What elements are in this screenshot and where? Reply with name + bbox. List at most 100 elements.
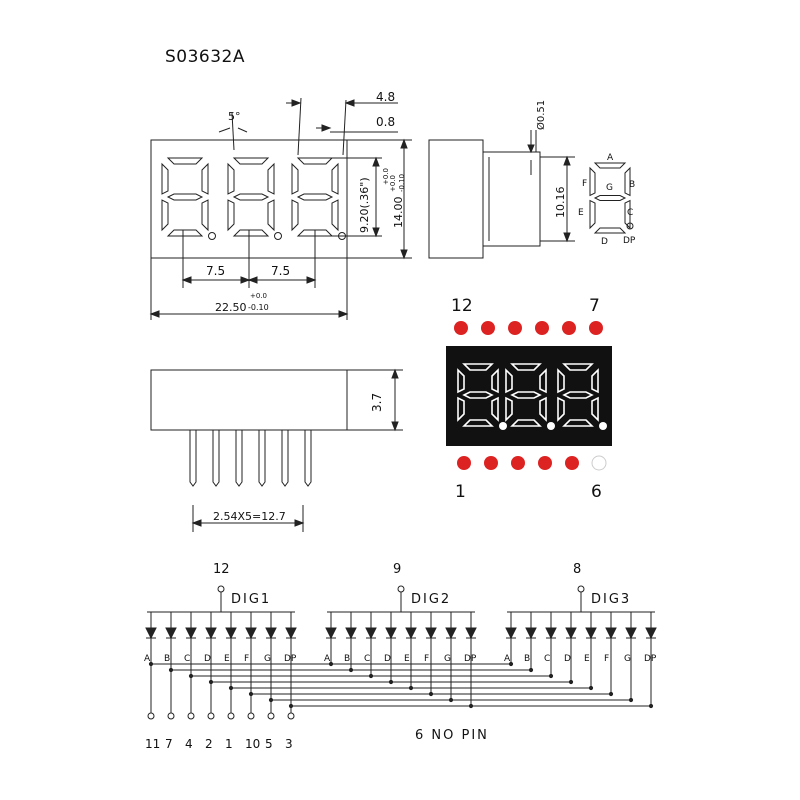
digit-pin-label: 8	[573, 562, 581, 577]
pin-pitch-label: 2.54X5=12.7	[213, 510, 286, 523]
segment-map-label: A	[607, 153, 614, 163]
dim-9-20-label: 9.20(.36")	[358, 177, 371, 233]
front-digit-2	[227, 157, 282, 240]
photo-decimal-point	[499, 422, 507, 430]
photo-digit	[505, 363, 547, 427]
segment-label: E	[404, 654, 410, 664]
photo-pin-dot-empty	[591, 455, 607, 471]
segment-label: C	[184, 654, 190, 664]
segment-pin-number: 5	[265, 737, 273, 751]
segment-label: D	[564, 654, 571, 664]
segment-map-label: E	[578, 208, 584, 218]
digit-pin-label: 9	[393, 562, 401, 577]
photo-pin-dot-bottom	[457, 456, 471, 470]
dim-9-20-tol: +0.0	[382, 168, 390, 185]
segment-label: A	[504, 654, 511, 664]
pin-1	[189, 430, 197, 487]
segment-pin-number: 3	[285, 737, 293, 751]
side-view	[428, 130, 575, 259]
digit-group-1	[145, 585, 297, 709]
segment-map-digit	[589, 162, 634, 234]
angle-label: 5°	[228, 110, 241, 123]
display-photo-digits	[457, 363, 607, 430]
photo-pin-dot-top	[562, 321, 576, 335]
photo-pin-6-label: 6	[591, 482, 602, 502]
display-photo-body	[446, 346, 612, 446]
segment-pin	[247, 712, 255, 720]
no-pin-note: 6 NO PIN	[415, 728, 489, 743]
photo-pin-dot-bottom	[484, 456, 498, 470]
front-digit-outlines	[161, 157, 346, 240]
pitch-label-2: 7.5	[271, 264, 290, 278]
front-digit-3	[291, 157, 346, 240]
photo-pin-7-label: 7	[589, 296, 600, 316]
photo-decimal-point	[547, 422, 555, 430]
digit-group-2	[325, 585, 477, 709]
segment-pin	[147, 712, 155, 720]
segment-label: C	[544, 654, 550, 664]
pin-diameter-label: Ø0.51	[535, 100, 547, 130]
segment-label: G	[444, 654, 451, 664]
segment-label: B	[164, 654, 170, 664]
segment-label: F	[424, 654, 429, 664]
dim-14-00-tol-lower: -0.10	[398, 174, 406, 192]
front-view	[149, 97, 412, 320]
segment-label: B	[524, 654, 530, 664]
segment-label: D	[384, 654, 391, 664]
photo-pin-dot-top	[535, 321, 549, 335]
segment-map-label: F	[582, 179, 587, 189]
segment-label: F	[244, 654, 249, 664]
segment-pin	[227, 712, 235, 720]
width-label: 22.50	[215, 301, 247, 314]
part-number-title: S03632A	[165, 47, 245, 67]
dim-14-00-tol-upper: +0.0	[389, 175, 397, 192]
segment-pin	[267, 712, 275, 720]
pin-6	[304, 430, 312, 487]
width-tol-upper: +0.0	[250, 292, 267, 300]
segment-map-label: B	[629, 180, 635, 190]
pin-3	[235, 430, 243, 487]
decimal-point	[208, 232, 216, 240]
dim-4-8-label: 4.8	[376, 90, 395, 104]
dim-14-00-label: 14.00	[392, 197, 405, 229]
photo-digit	[457, 363, 499, 427]
photo-pin-dot-top	[508, 321, 522, 335]
segment-pin-number: 7	[165, 737, 173, 751]
photo-pin-dot-top	[481, 321, 495, 335]
segment-map-dp	[626, 222, 634, 230]
segment-label: G	[264, 654, 271, 664]
segment-map-label: D	[601, 237, 608, 247]
segment-label: B	[344, 654, 350, 664]
segment-map-label: C	[627, 208, 633, 218]
photo-pin-dot-bottom	[565, 456, 579, 470]
circuit-schematic	[145, 585, 657, 720]
segment-label: C	[364, 654, 370, 664]
segment-label: DP	[464, 654, 477, 664]
segment-label: DP	[644, 654, 657, 664]
decimal-point	[338, 232, 346, 240]
segment-label: A	[144, 654, 151, 664]
segment-pin-number: 11	[145, 737, 160, 751]
depth-label: 3.7	[370, 393, 384, 412]
front-digit-1	[161, 157, 216, 240]
pin-4	[258, 430, 266, 487]
segment-map-label: DP	[623, 236, 636, 246]
segment-pin-number: 4	[185, 737, 193, 751]
photo-pin-dot-bottom	[511, 456, 525, 470]
photo-digit	[557, 363, 599, 427]
segment-pin	[187, 712, 195, 720]
segment-label: E	[224, 654, 230, 664]
bottom-view	[150, 368, 403, 532]
segment-pin-number: 10	[245, 737, 260, 751]
photo-pin-dot-top	[589, 321, 603, 335]
segment-pin-number: 1	[225, 737, 233, 751]
segment-pin	[167, 712, 175, 720]
photo-pin-dot-top	[454, 321, 468, 335]
pin-5	[281, 430, 289, 487]
pin-2	[212, 430, 220, 487]
segment-label: DP	[284, 654, 297, 664]
segment-pin	[287, 712, 295, 720]
